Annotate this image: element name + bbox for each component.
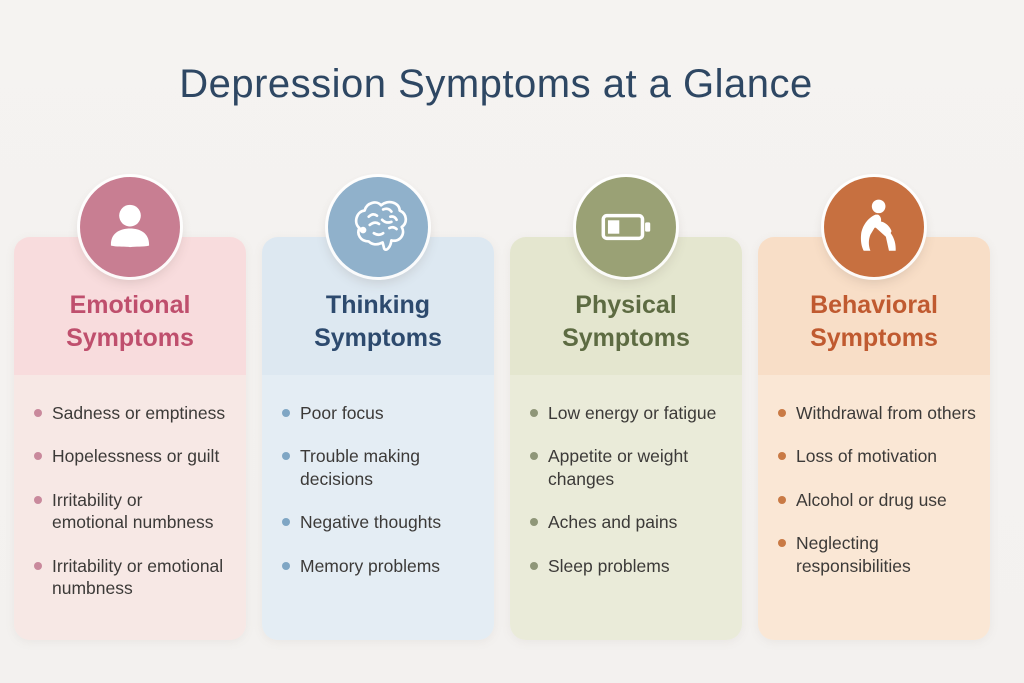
list-item: Negative thoughts [282, 511, 482, 533]
card-thinking: Thinking Symptoms Poor focus Trouble mak… [262, 237, 494, 640]
bullet-dot [34, 409, 42, 417]
list-item-text: Low energy or fatigue [548, 403, 717, 423]
list-item-text: Alcohol or drug use [796, 489, 947, 510]
list-item: Sleep problems [530, 555, 730, 577]
list-item-text: Sleep problems [548, 555, 670, 576]
card-emotional: Emotional Symptoms Sadness or emptiness … [14, 237, 246, 640]
list-item: Aches and pains [530, 511, 730, 533]
list-item: Trouble making decisions [282, 445, 482, 490]
list-item: Sadness or emptiness [34, 402, 234, 424]
column-thinking-symptoms: Thinking Symptoms Poor focus Trouble mak… [262, 177, 494, 640]
card-body-behavioral: Withdrawal from others Loss of motivatio… [758, 375, 990, 640]
column-emotional-symptoms: Emotional Symptoms Sadness or emptiness … [14, 177, 246, 640]
bullet-dot [530, 452, 538, 461]
list-item-text: Aches and pains [548, 512, 678, 533]
bullet-dot [34, 495, 42, 504]
list-item: Loss of motivation [778, 445, 978, 467]
symptom-columns: Emotional Symptoms Sadness or emptiness … [14, 177, 990, 640]
bullet-dot [530, 561, 538, 570]
list-item: Withdrawal from others [778, 402, 978, 424]
bullet-dot [282, 561, 290, 570]
card-body-thinking: Poor focus Trouble making decisions Nega… [262, 375, 494, 640]
list-item: Low energy or fatigue [530, 402, 730, 424]
list-item: Poor focus [282, 402, 482, 424]
bullet-dot [778, 409, 786, 417]
list-item-text: Sadness or emptiness [52, 403, 226, 423]
list-item-text: Negative thoughts [300, 512, 442, 533]
list-item: Neglecting responsibilities [778, 532, 978, 577]
list-item: Hopelessness or guilt [34, 445, 234, 467]
hunched-person-icon [824, 177, 924, 277]
bullet-dot [34, 561, 42, 570]
list-item-text: Trouble making decisions [300, 446, 420, 489]
bullet-dot [282, 518, 290, 527]
list-item: Irritability or emotional numbness [34, 489, 234, 534]
card-heading: Emotional Symptoms [66, 291, 194, 353]
list-item-text: Withdrawal from others [796, 403, 976, 423]
list-item-text: Appetite or weight changes [548, 446, 689, 489]
bullet-dot [282, 409, 290, 417]
person-icon [80, 177, 180, 277]
column-physical-symptoms: Physical Symptoms Low energy or fatigue … [510, 177, 742, 640]
bullet-dot [530, 409, 538, 417]
list-item: Memory problems [282, 555, 482, 577]
brain-icon [328, 177, 428, 277]
list-item-text: Irritability or emotional numbness [52, 555, 224, 598]
battery-low-icon [576, 177, 676, 277]
card-heading: Thinking Symptoms [314, 291, 442, 353]
list-item-text: Poor focus [300, 403, 384, 423]
card-behavioral: Behavioral Symptoms Withdrawal from othe… [758, 237, 990, 640]
list-item-text: Neglecting responsibilities [796, 533, 911, 576]
list-item-text: Hopelessness or guilt [52, 446, 220, 467]
column-behavioral-symptoms: Behavioral Symptoms Withdrawal from othe… [758, 177, 990, 640]
bullet-dot [530, 518, 538, 527]
bullet-dot [778, 539, 786, 548]
list-item: Alcohol or drug use [778, 489, 978, 511]
page-title: Depression Symptoms at a Glance [179, 62, 813, 106]
bullet-dot [778, 495, 786, 504]
list-item-text: Irritability or emotional numbness [52, 489, 214, 533]
list-item: Appetite or weight changes [530, 445, 730, 490]
card-body-physical: Low energy or fatigue Appetite or weight… [510, 375, 742, 640]
list-item-text: Loss of motivation [796, 446, 938, 467]
card-heading: Behavioral Symptoms [810, 291, 938, 353]
card-body-emotional: Sadness or emptiness Hopelessness or gui… [14, 375, 246, 640]
card-heading: Physical Symptoms [562, 291, 690, 353]
card-physical: Physical Symptoms Low energy or fatigue … [510, 237, 742, 640]
list-item-text: Memory problems [300, 555, 441, 576]
bullet-dot [282, 452, 290, 461]
bullet-dot [34, 452, 42, 461]
bullet-dot [778, 452, 786, 461]
list-item: Irritability or emotional numbness [34, 555, 234, 600]
